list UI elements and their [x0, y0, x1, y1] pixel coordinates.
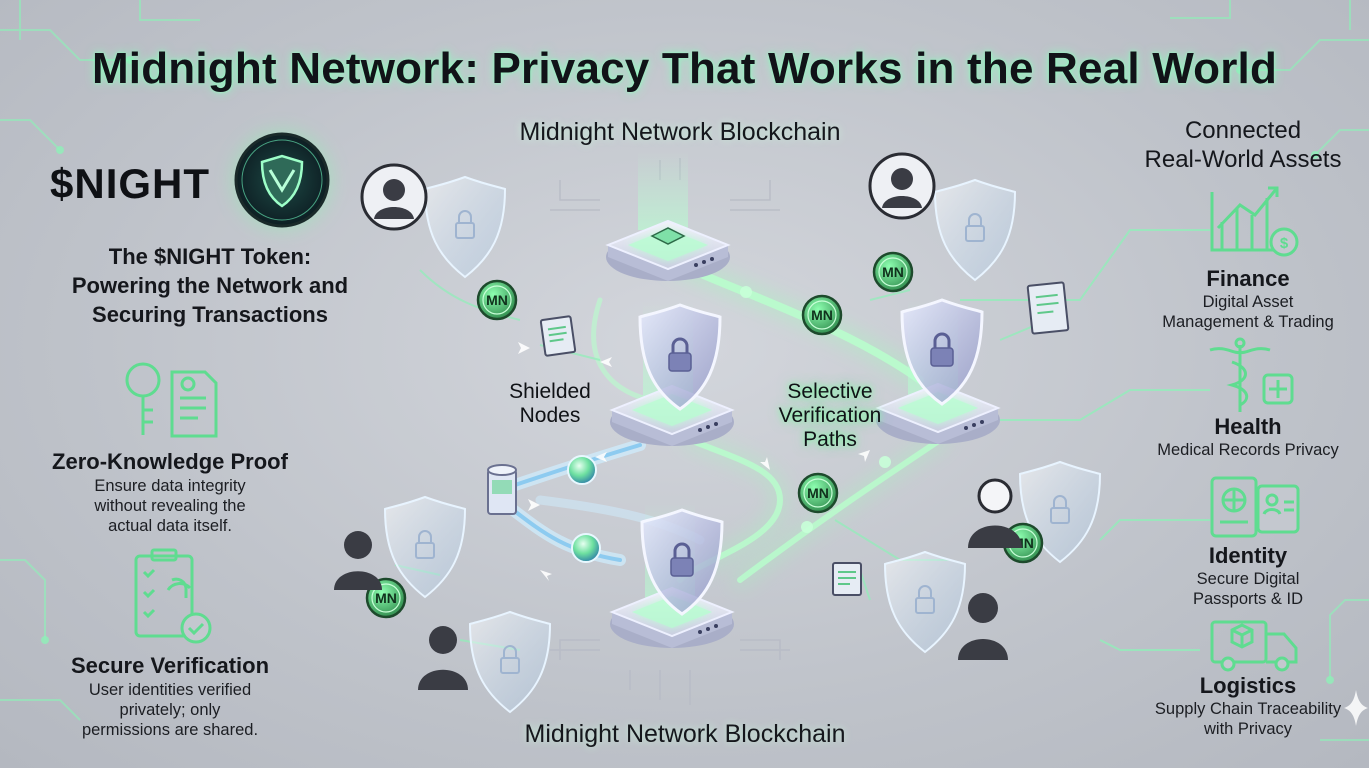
night-coin-icon: [797, 472, 839, 514]
asset-identity: Identity Secure Digital Passports & ID: [1192, 543, 1304, 608]
token-symbol: $NIGHT: [50, 160, 211, 207]
caduceus-icon: [1209, 337, 1294, 412]
shield-icon: [884, 551, 966, 653]
document-card-icon: [1026, 281, 1070, 335]
selective-paths-label: Selective Verification Paths: [778, 380, 882, 451]
asset-logistics: Logistics Supply Chain Traceability with…: [1154, 673, 1342, 738]
sparkle-icon: [1344, 690, 1368, 726]
finance-chart-icon: $: [1210, 186, 1299, 257]
document-card-icon: [539, 315, 577, 357]
svg-text:$: $: [1280, 235, 1289, 252]
asset-health: Health Medical Records Privacy: [1157, 414, 1339, 459]
page-title: Midnight Network: Privacy That Works in …: [91, 44, 1278, 93]
user-avatar: [868, 152, 936, 220]
database-icon: [487, 464, 517, 515]
shielded-nodes-label: Shielded Nodes: [509, 380, 591, 427]
delivery-truck-icon: [1210, 620, 1298, 672]
user-avatar: [360, 163, 428, 231]
assets-heading: Connected Real-World Assets: [1144, 117, 1342, 173]
user-avatar: [334, 531, 382, 590]
asset-finance: Finance Digital Asset Management & Tradi…: [1162, 266, 1334, 331]
night-coin-icon: [476, 279, 518, 321]
user-avatar: [968, 478, 1022, 548]
key-document-icon: [125, 362, 218, 438]
shield-icon: [469, 611, 551, 713]
shield-icon: [934, 179, 1016, 281]
blockchain-bottom-label: Midnight Network Blockchain: [524, 720, 846, 748]
document-card-icon: [832, 562, 862, 596]
shield-icon: [424, 176, 506, 278]
user-avatar: [418, 626, 468, 690]
feature-zero-knowledge: Zero-Knowledge Proof Ensure data integri…: [52, 449, 288, 535]
token-heading: The $NIGHT Token: Powering the Network a…: [71, 244, 349, 327]
night-coin-icon: [801, 294, 843, 336]
feature-secure-verification: Secure Verification User identities veri…: [70, 653, 270, 739]
night-token-logo: [232, 130, 332, 230]
fingerprint-checklist-icon: [134, 548, 212, 644]
blockchain-top-label: Midnight Network Blockchain: [519, 118, 841, 146]
circuit-traces: [0, 0, 1369, 741]
user-avatar: [958, 593, 1008, 660]
night-coin-icon: [872, 251, 914, 293]
passport-id-icon: [1210, 476, 1300, 538]
